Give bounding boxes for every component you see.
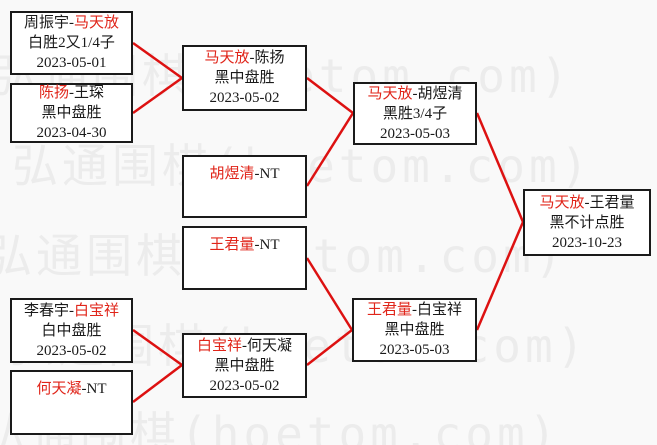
- connector-line: [306, 329, 353, 366]
- match-box-7: 王君量-NT: [182, 226, 307, 290]
- match-box-2: 陈扬-王琛 黑中盘胜 2023-04-30: [10, 83, 133, 143]
- match-box-3: 李春宇-白宝祥 白中盘胜 2023-05-02: [10, 298, 133, 363]
- connector-line: [475, 221, 525, 331]
- match-result: 黑中盘胜: [214, 70, 275, 86]
- match-box-6: 胡煜清-NT: [182, 155, 307, 218]
- connector-line: [132, 76, 183, 115]
- connector-line: [132, 364, 183, 403]
- match-date: 2023-05-02: [209, 377, 280, 394]
- player2-name: NT: [259, 166, 280, 182]
- players-separator: -: [242, 337, 247, 354]
- players-separator: -: [412, 85, 418, 102]
- players-separator: -: [584, 194, 590, 211]
- match-players: 白宝祥-何天凝: [197, 336, 292, 356]
- players-separator: -: [412, 302, 417, 318]
- match-players: 马天放-王君量: [539, 193, 634, 213]
- player2-name: 王君量: [589, 194, 635, 211]
- player1-name: 胡煜清: [209, 166, 255, 182]
- player2-name: 马天放: [74, 15, 120, 31]
- match-result: 黑胜3/4子: [382, 105, 448, 122]
- player1-name: 王君量: [366, 302, 412, 318]
- match-box-5: 马天放-陈扬 黑中盘胜 2023-05-02: [182, 45, 307, 111]
- match-box-1: 周振宇-马天放 白胜2又1/4子 2023-05-01: [10, 11, 133, 75]
- match-date: 2023-05-01: [36, 55, 107, 71]
- match-date: 2023-05-03: [380, 125, 450, 142]
- match-box-4: 何天凝-NT: [10, 370, 133, 435]
- connector-line: [305, 257, 354, 331]
- match-result: 白中盘胜: [41, 322, 102, 339]
- match-players: 马天放-胡煜清: [367, 84, 462, 104]
- match-box-10: 王君量-白宝祥 黑中盘胜 2023-05-03: [352, 298, 477, 362]
- players-separator: -: [69, 15, 74, 31]
- player1-name: 马天放: [367, 85, 413, 102]
- match-result: 白胜2又1/4子: [28, 35, 115, 51]
- players-separator: -: [249, 50, 255, 66]
- match-date: 2023-05-02: [209, 90, 280, 106]
- match-date: 2023-10-23: [552, 234, 622, 251]
- match-date: 2023-05-02: [36, 342, 107, 359]
- match-result: 黑不计点胜: [549, 214, 625, 231]
- match-players: 王君量-NT: [209, 235, 279, 255]
- match-players: 李春宇-白宝祥: [24, 301, 119, 321]
- player2-name: 何天凝: [247, 337, 293, 354]
- match-players: 胡煜清-NT: [209, 164, 279, 184]
- player2-name: NT: [259, 237, 280, 253]
- match-box-8: 白宝祥-何天凝 黑中盘胜 2023-05-02: [182, 333, 307, 398]
- connector-line: [132, 41, 183, 80]
- connector-line: [305, 112, 355, 187]
- player1-name: 马天放: [204, 50, 250, 66]
- player1-name: 王君量: [209, 237, 255, 253]
- player2-name: 白宝祥: [74, 302, 120, 319]
- match-players: 王君量-白宝祥: [367, 300, 462, 320]
- player1-name: 白宝祥: [196, 337, 242, 354]
- players-separator: -: [69, 85, 74, 101]
- players-separator: -: [254, 237, 260, 253]
- match-result: 黑中盘胜: [214, 357, 275, 374]
- match-result: 黑中盘胜: [41, 105, 102, 121]
- player1-name: 周振宇: [23, 15, 69, 31]
- match-players: 陈扬-王琛: [39, 83, 104, 103]
- connector-line: [306, 77, 354, 114]
- connector-line: [132, 328, 183, 367]
- match-box-final: 马天放-王君量 黑不计点胜 2023-10-23: [523, 189, 651, 256]
- player2-name: 胡煜清: [417, 85, 463, 102]
- match-result: 黑中盘胜: [384, 322, 445, 338]
- player2-name: 陈扬: [254, 50, 285, 66]
- match-date: 2023-05-03: [379, 342, 450, 358]
- match-box-9: 马天放-胡煜清 黑胜3/4子 2023-05-03: [353, 82, 477, 145]
- match-players: 周振宇-马天放: [24, 13, 119, 33]
- players-separator: -: [69, 302, 74, 319]
- connector-line: [475, 112, 525, 223]
- player1-name: 陈扬: [38, 85, 69, 101]
- player1-name: 马天放: [539, 194, 585, 211]
- match-players: 何天凝-NT: [36, 379, 106, 399]
- player2-name: 王琛: [74, 85, 105, 101]
- player2-name: 白宝祥: [417, 302, 463, 318]
- match-players: 马天放-陈扬: [204, 48, 284, 68]
- players-separator: -: [81, 381, 87, 397]
- players-separator: -: [254, 166, 260, 182]
- player1-name: 何天凝: [36, 381, 82, 397]
- match-date: 2023-04-30: [36, 125, 107, 141]
- player2-name: NT: [86, 381, 107, 397]
- player1-name: 李春宇: [23, 302, 69, 319]
